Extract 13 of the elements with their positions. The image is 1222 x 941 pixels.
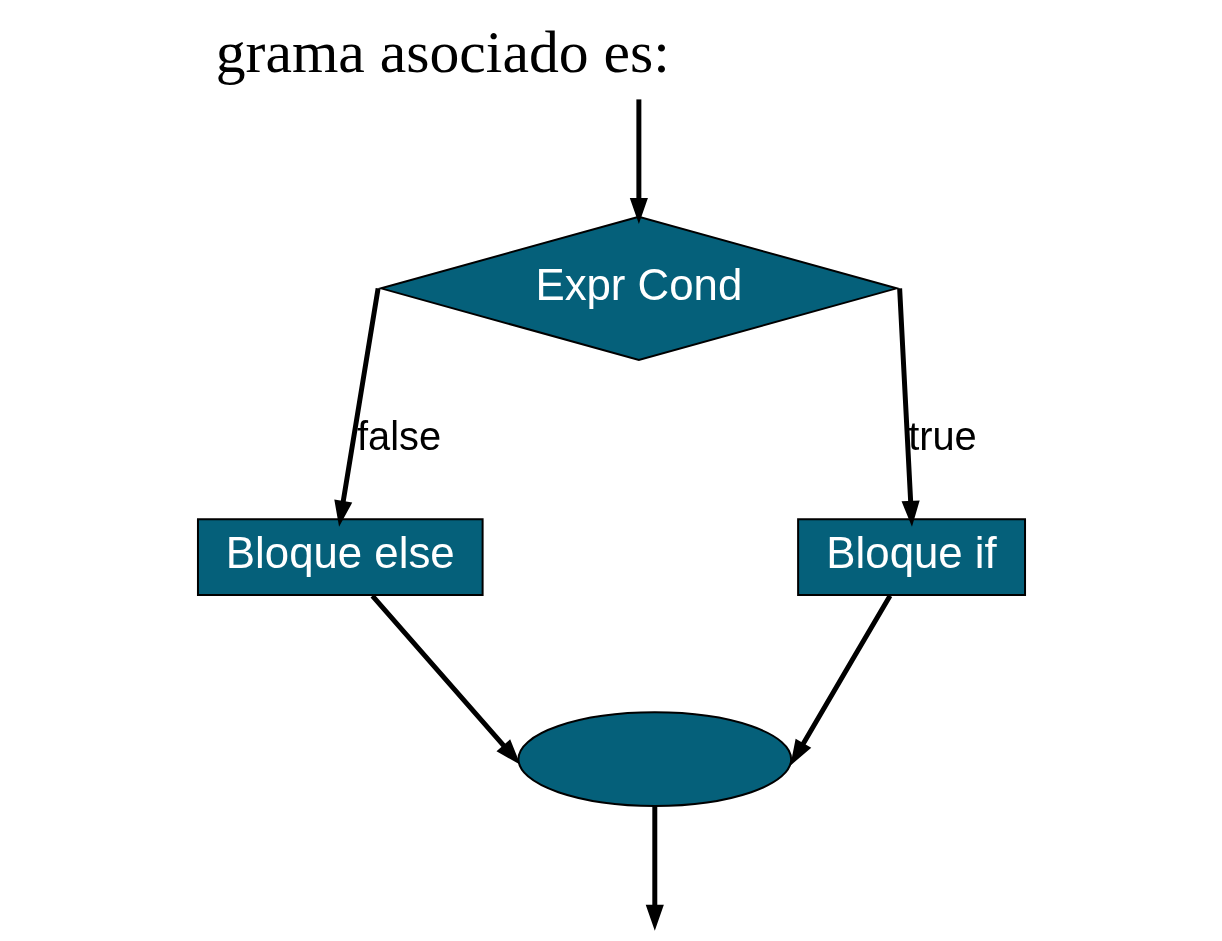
node-diamond: Expr Cond bbox=[376, 215, 900, 362]
arrow bbox=[645, 806, 664, 931]
node-box: Bloque if bbox=[796, 518, 1026, 596]
node-box: Bloque else bbox=[196, 518, 484, 596]
edge-label: false bbox=[356, 413, 441, 458]
arrow bbox=[896, 288, 920, 527]
arrow bbox=[333, 287, 381, 527]
node-ellipse bbox=[516, 711, 792, 807]
edge-label: true bbox=[907, 413, 977, 458]
diagram-title: grama asociado es: bbox=[215, 18, 670, 85]
arrow bbox=[789, 594, 892, 766]
arrow bbox=[629, 99, 648, 224]
arrow bbox=[370, 594, 520, 765]
